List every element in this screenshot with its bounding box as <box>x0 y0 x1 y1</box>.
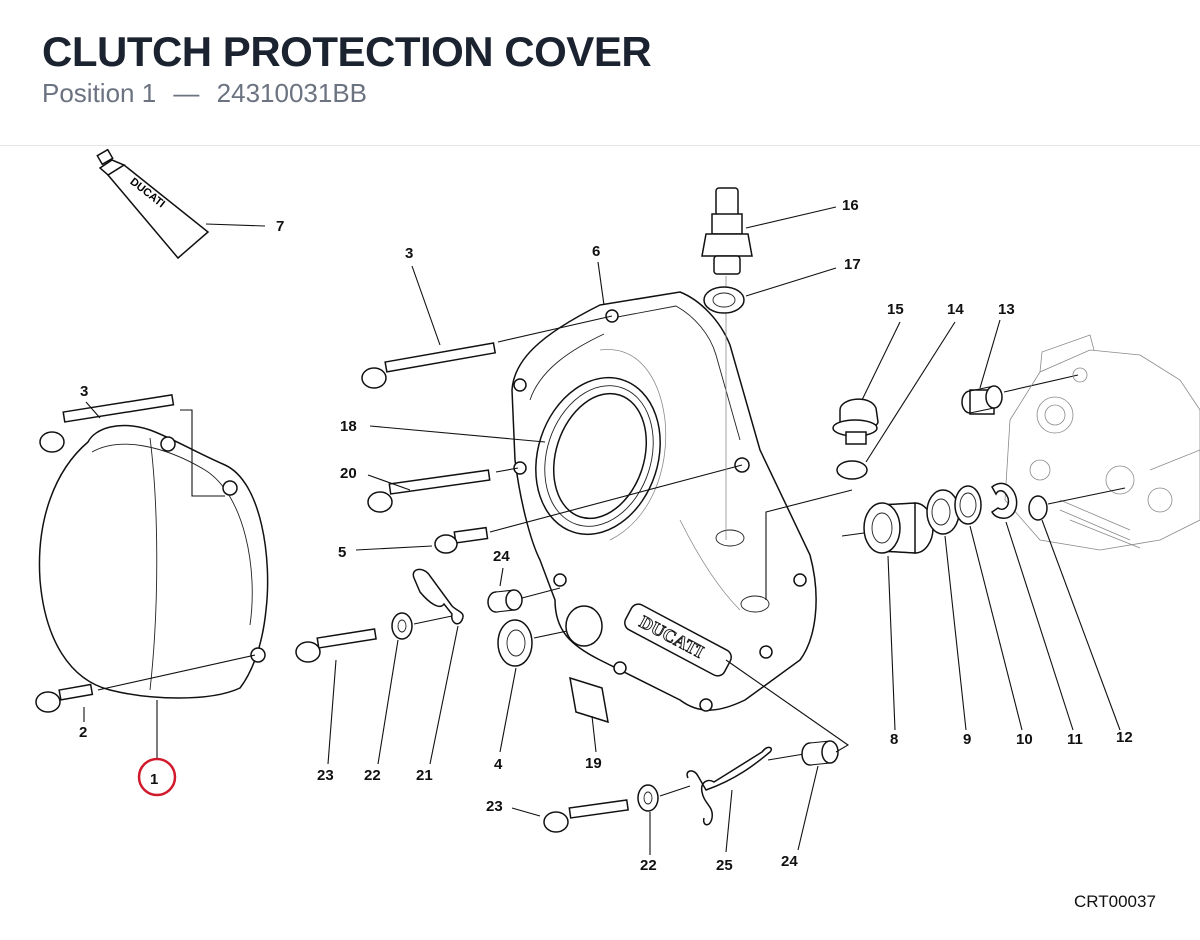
filler-plug-part[interactable] <box>832 398 879 445</box>
callout-22-lower[interactable]: 22 <box>640 857 657 874</box>
callout-23-upper[interactable]: 23 <box>317 767 334 784</box>
callout-9[interactable]: 9 <box>963 731 971 748</box>
housing-seal-bore <box>565 605 603 647</box>
subtitle-separator: — <box>173 78 200 108</box>
callout-6[interactable]: 6 <box>592 243 600 260</box>
spring-clip-25-part[interactable] <box>686 746 773 826</box>
sleeve-8-part[interactable] <box>863 502 934 554</box>
part-number: 24310031BB <box>216 78 368 108</box>
bearing-9-part[interactable] <box>926 489 960 535</box>
bolt-20-part[interactable] <box>367 469 491 513</box>
callout-20[interactable]: 20 <box>340 465 357 482</box>
callout-23-lower[interactable]: 23 <box>486 798 503 815</box>
page-header: CLUTCH PROTECTION COVER Position 1 — 243… <box>0 0 1200 146</box>
callout-2[interactable]: 2 <box>79 724 87 741</box>
callout-1[interactable]: 1 <box>150 771 158 788</box>
washer-22-lower-part[interactable] <box>637 784 659 812</box>
callout-7[interactable]: 7 <box>276 218 284 235</box>
callout-16[interactable]: 16 <box>842 197 859 214</box>
callout-15[interactable]: 15 <box>887 301 904 318</box>
callout-25[interactable]: 25 <box>716 857 733 874</box>
o-ring-12-part[interactable] <box>1028 495 1048 521</box>
callout-18[interactable]: 18 <box>340 418 357 435</box>
circlip-11-part[interactable] <box>991 482 1018 519</box>
page-subtitle: Position 1 — 24310031BB <box>42 78 367 109</box>
callout-13[interactable]: 13 <box>998 301 1015 318</box>
sealant-tube-part[interactable]: DUCATI <box>96 148 210 260</box>
gasket-19-part[interactable] <box>569 676 609 724</box>
callout-24-lower[interactable]: 24 <box>781 853 798 870</box>
washer-22-upper-part[interactable] <box>391 612 413 640</box>
shaft-seal-4-part[interactable] <box>497 619 533 667</box>
bolt-5-part[interactable] <box>434 526 489 554</box>
callout-3-center[interactable]: 3 <box>405 245 413 262</box>
long-bolt-center-part[interactable] <box>361 342 497 389</box>
short-bolt-part[interactable] <box>35 683 94 713</box>
callout-21[interactable]: 21 <box>416 767 433 784</box>
bolt-23-upper-part[interactable] <box>295 628 377 663</box>
spacer-24-lower-part[interactable] <box>801 740 839 766</box>
callout-5[interactable]: 5 <box>338 544 346 561</box>
callout-3-left[interactable]: 3 <box>80 383 88 400</box>
callout-19[interactable]: 19 <box>585 755 602 772</box>
callout-11[interactable]: 11 <box>1067 731 1083 748</box>
callout-8[interactable]: 8 <box>890 731 898 748</box>
highlighted-callout-ring[interactable] <box>137 757 177 797</box>
callout-12[interactable]: 12 <box>1116 729 1133 746</box>
callout-17[interactable]: 17 <box>844 256 861 273</box>
spacer-24-upper-part[interactable] <box>487 589 523 613</box>
drawing-code: CRT00037 <box>1074 892 1156 911</box>
callout-24-upper[interactable]: 24 <box>493 548 510 565</box>
bolt-23-lower-part[interactable] <box>543 799 629 833</box>
callout-4[interactable]: 4 <box>494 756 503 773</box>
page-title: CLUTCH PROTECTION COVER <box>42 28 652 75</box>
bush-13-part[interactable] <box>961 385 1003 415</box>
callout-14[interactable]: 14 <box>947 301 964 318</box>
position-label: Position 1 <box>42 78 157 108</box>
pressure-sensor-part[interactable] <box>701 187 753 275</box>
spring-clip-21-part[interactable] <box>412 568 464 625</box>
clutch-cover-part[interactable] <box>38 424 269 699</box>
ring-10-part[interactable] <box>954 485 982 525</box>
long-bolt-left-part[interactable] <box>39 393 175 453</box>
callout-10[interactable]: 10 <box>1016 731 1033 748</box>
callout-22-upper[interactable]: 22 <box>364 767 381 784</box>
o-ring-14-part[interactable] <box>836 460 868 480</box>
engine-block-background <box>1004 334 1200 551</box>
sensor-washer-part[interactable] <box>703 286 745 314</box>
